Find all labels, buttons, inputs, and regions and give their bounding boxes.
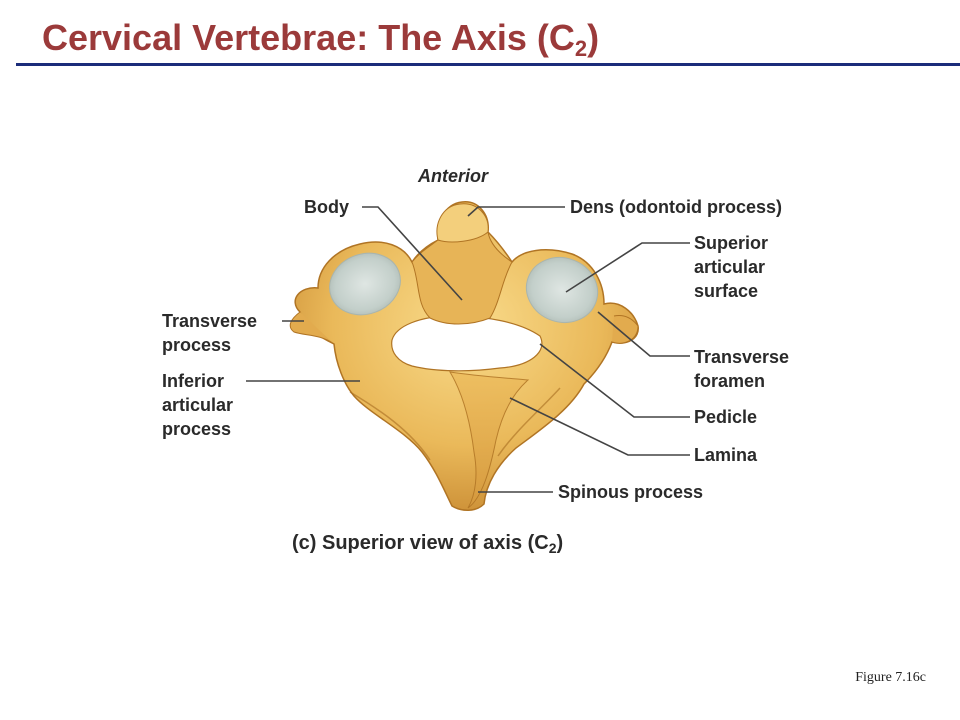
leader-pedicle <box>539 343 690 418</box>
label-transverse-process: Transverse process <box>162 311 258 355</box>
figure-reference: Figure 7.16c <box>855 670 926 685</box>
label-transverse-foramen: Transverse foramen <box>694 347 790 391</box>
label-spinous-process: Spinous process <box>558 482 704 502</box>
label-lamina: Lamina <box>694 445 758 465</box>
leader-superior-articular-surface <box>565 242 690 293</box>
leader-lamina <box>509 397 690 456</box>
label-superior-articular-surface: Superior articular surface <box>694 233 769 301</box>
leader-dens <box>467 206 565 217</box>
label-inferior-articular-process: Inferior articular process <box>162 371 234 439</box>
leader-body <box>362 206 463 301</box>
vertebra-bone <box>289 201 639 511</box>
superior-articular-surface-right <box>525 257 599 323</box>
leader-transverse-foramen <box>597 311 690 357</box>
title-divider <box>16 63 960 66</box>
label-dens: Dens (odontoid process) <box>570 197 783 217</box>
slide-title: Cervical Vertebrae: The Axis (C2) <box>42 17 600 61</box>
leader-lines <box>246 206 690 493</box>
label-pedicle: Pedicle <box>694 407 758 427</box>
label-body: Body <box>304 197 349 217</box>
figure-caption: (c) Superior view of axis (C2) <box>292 532 564 556</box>
label-anterior: Anterior <box>418 166 489 186</box>
superior-articular-surface-left <box>329 252 401 316</box>
